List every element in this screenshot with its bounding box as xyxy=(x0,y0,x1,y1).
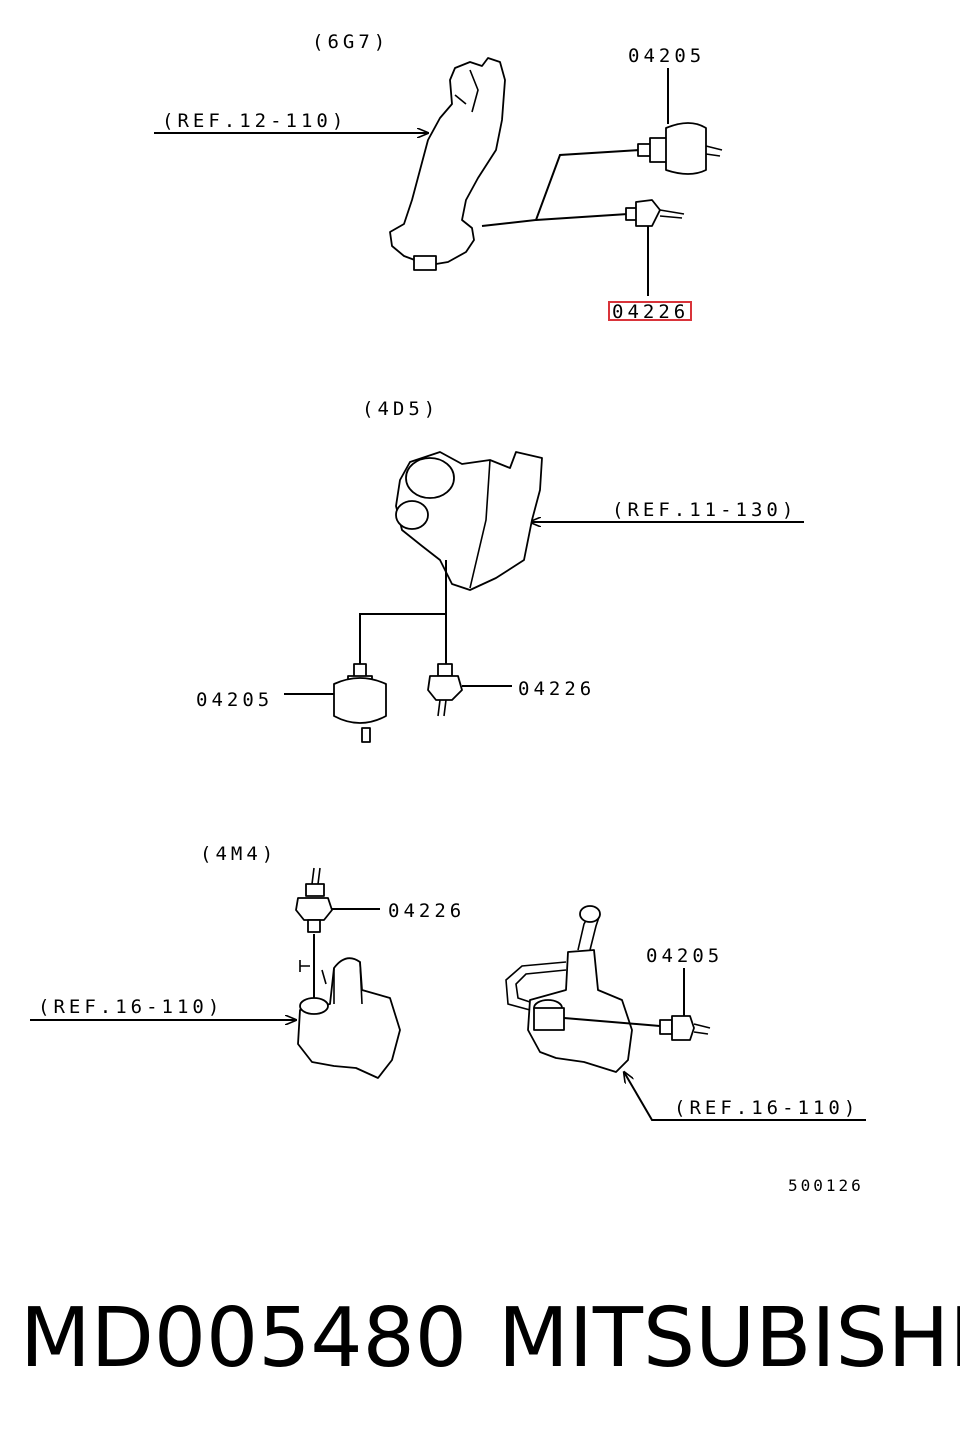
ref-arrow xyxy=(624,1072,866,1121)
ref-label-16-110-left: (REF.16-110) xyxy=(38,996,223,1018)
housing-edge xyxy=(333,961,363,1005)
bracket-stud xyxy=(413,255,437,271)
port-round xyxy=(395,500,429,530)
oil-pressure-switch xyxy=(295,867,333,933)
head-edge xyxy=(469,459,491,589)
ref-label-11-130: (REF.11-130) xyxy=(612,499,797,521)
oil-filter-housing-left xyxy=(297,957,401,1079)
engine-label-4m4: (4M4) xyxy=(200,843,277,865)
oil-pressure-gauge-unit xyxy=(659,1015,711,1041)
pipe xyxy=(505,961,567,1011)
part-label-04226: 04226 xyxy=(388,900,465,922)
port-round xyxy=(405,457,455,499)
oil-pressure-switch xyxy=(625,199,685,227)
part-label-04226: 04226 xyxy=(518,678,595,700)
ref-label-16-110-right: (REF.16-110) xyxy=(674,1097,859,1119)
part-label-04205: 04205 xyxy=(196,689,273,711)
oil-filter-bracket xyxy=(389,57,506,265)
section-4d5: (4D5) (REF.11-130) 04205 04226 xyxy=(196,398,804,743)
port-round xyxy=(299,997,329,1015)
oil-pressure-switch xyxy=(427,663,463,717)
engine-label-6g7: (6G7) xyxy=(312,31,389,53)
housing-detail xyxy=(299,960,327,985)
oil-pressure-gauge-unit xyxy=(637,122,723,175)
leader-line xyxy=(359,613,446,666)
brand-name: MITSUBISHI xyxy=(498,1291,960,1386)
leader-line xyxy=(563,1017,661,1027)
highlight-box xyxy=(608,301,692,321)
pipe-fitting xyxy=(579,905,601,923)
bracket-detail xyxy=(454,69,479,113)
part-number: MD005480 xyxy=(20,1291,467,1386)
oil-filter-housing-right xyxy=(527,949,633,1073)
part-label-04205: 04205 xyxy=(628,45,705,67)
footer: MD005480 MITSUBISHI xyxy=(0,1290,960,1400)
part-label-04226-highlighted[interactable]: 04226 xyxy=(612,301,689,323)
drawing-number: 500126 xyxy=(788,1176,864,1195)
section-4m4: (4M4) 04226 (REF.16-110) 04205 xyxy=(30,843,866,1121)
leader-line xyxy=(481,149,641,227)
boss xyxy=(533,1007,565,1031)
section-6g7: (6G7) (REF.12-110) 04205 04226 xyxy=(154,31,723,323)
part-label-04205: 04205 xyxy=(646,945,723,967)
leader-line xyxy=(535,213,629,221)
engine-label-4d5: (4D5) xyxy=(362,398,439,420)
oil-pressure-gauge-unit xyxy=(333,663,387,743)
ref-label-12-110: (REF.12-110) xyxy=(162,110,347,132)
